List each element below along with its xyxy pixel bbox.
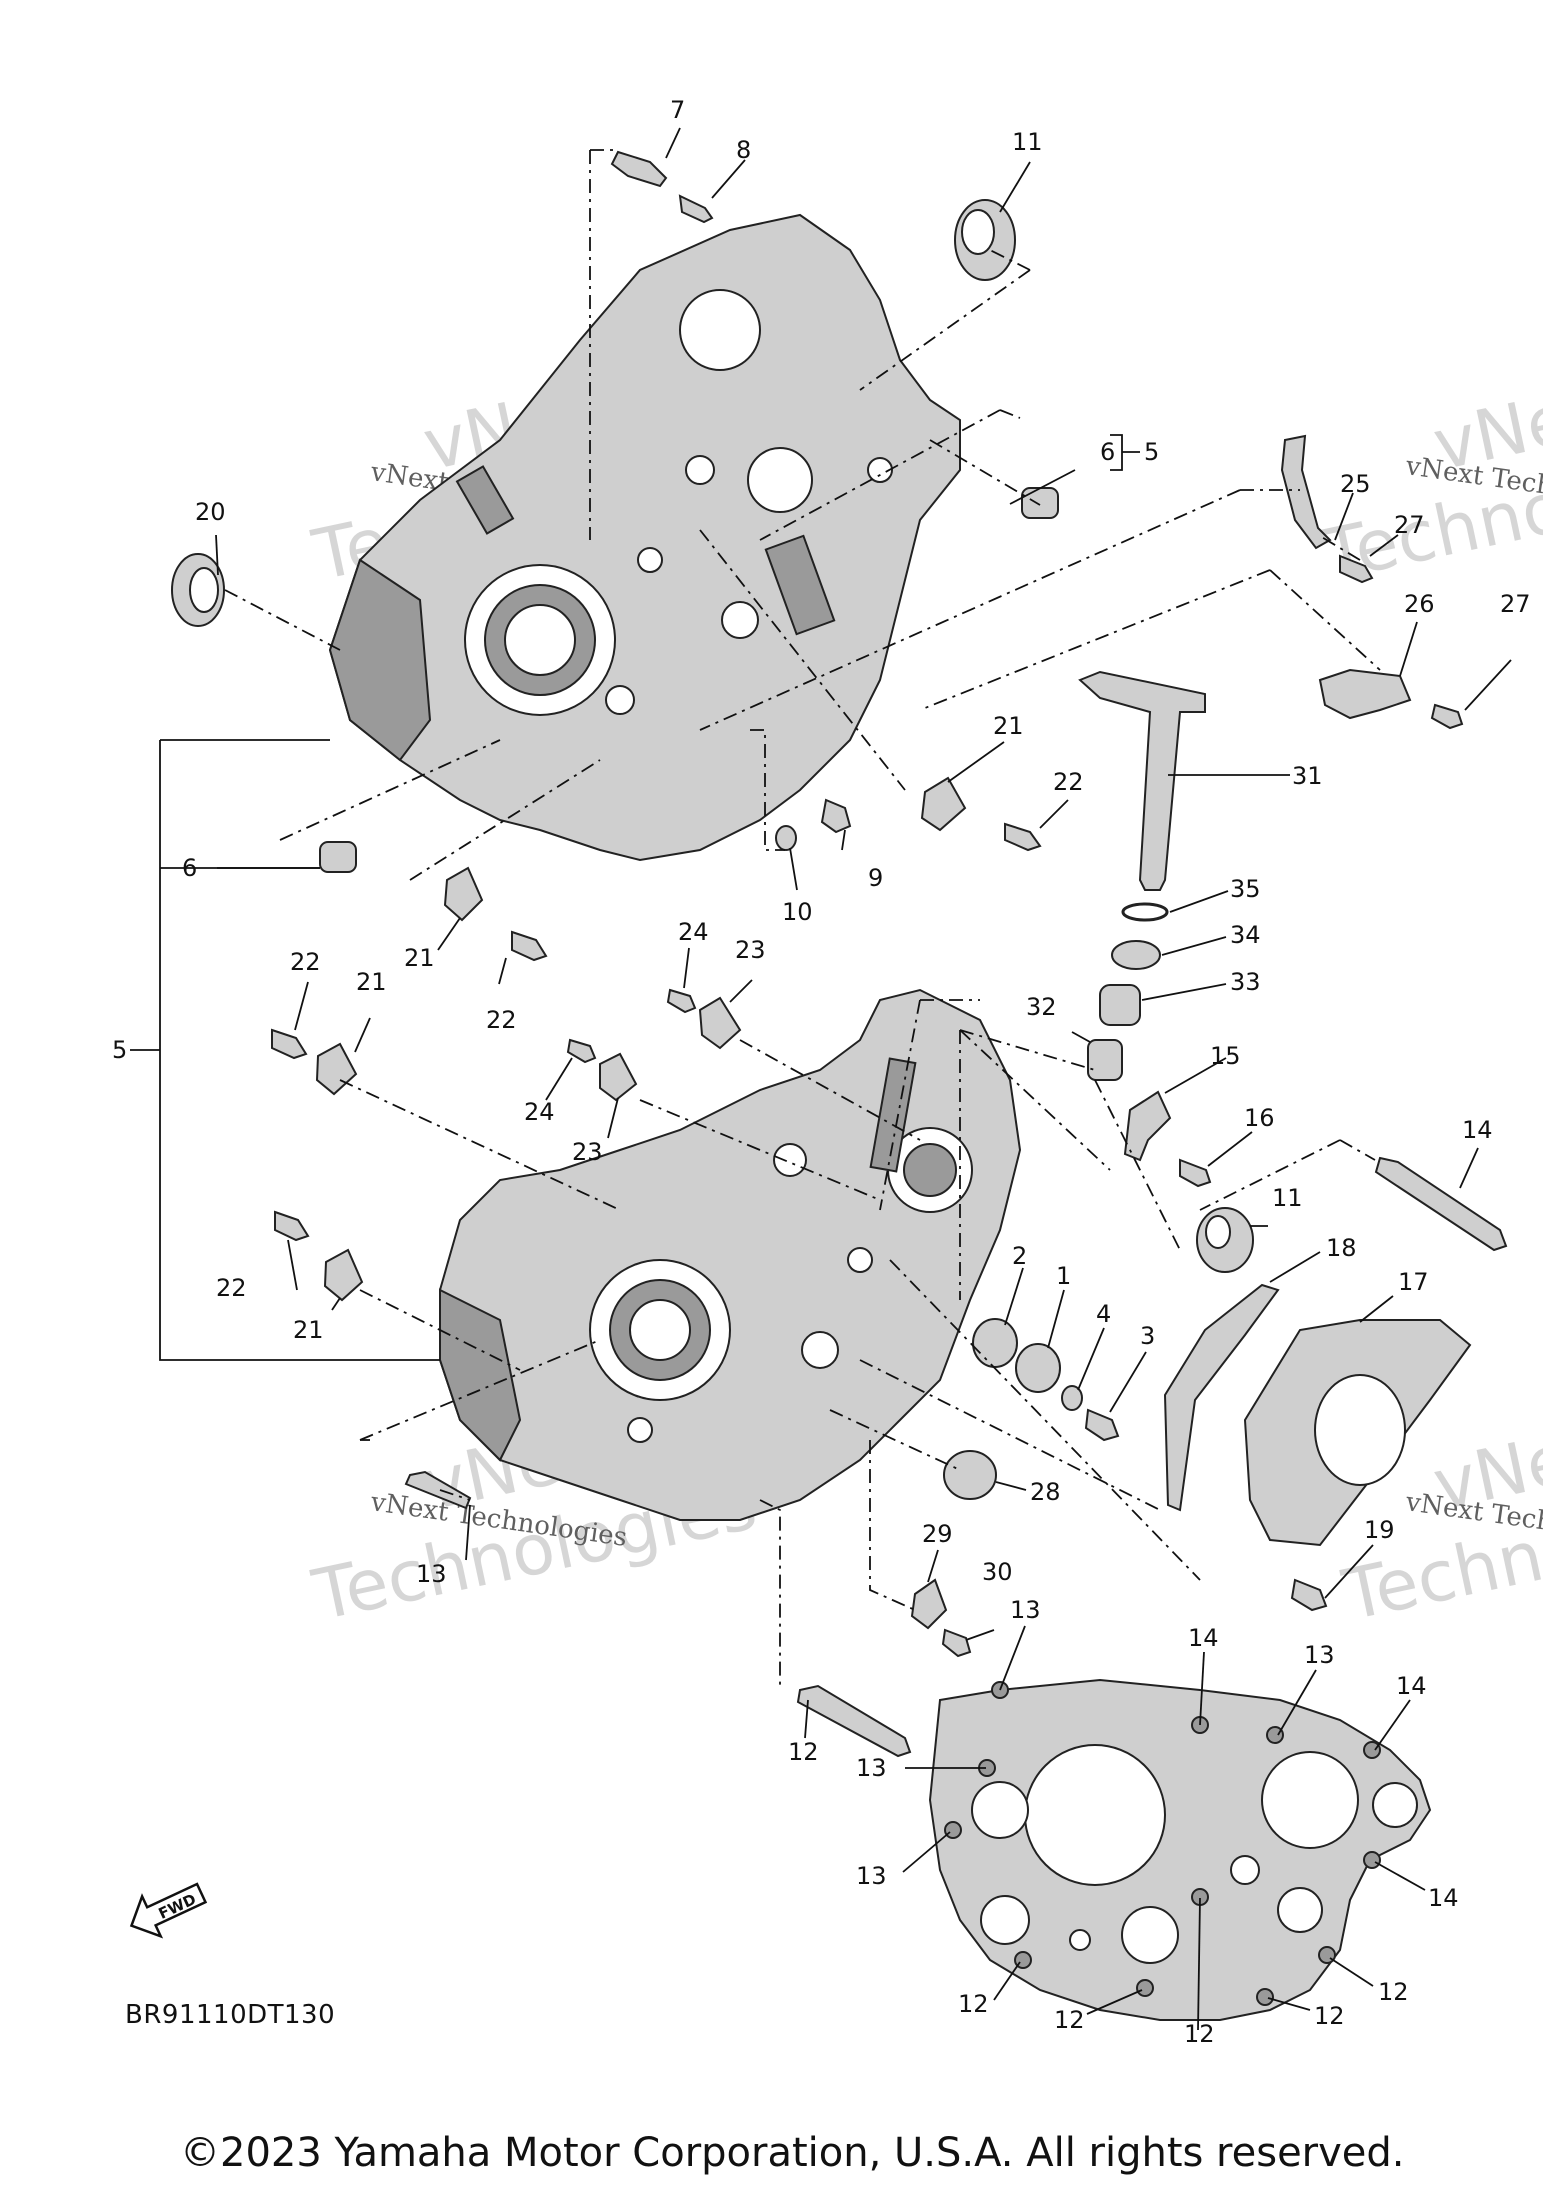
callout-23: 23 bbox=[735, 936, 766, 964]
callout-8: 8 bbox=[736, 136, 751, 164]
callout-5: 5 bbox=[1144, 438, 1159, 466]
callout-5: 5 bbox=[112, 1036, 127, 1064]
callout-15: 15 bbox=[1210, 1042, 1241, 1070]
callout-22: 22 bbox=[1053, 768, 1084, 796]
callout-14: 14 bbox=[1188, 1624, 1219, 1652]
callout-28: 28 bbox=[1030, 1478, 1061, 1506]
callout-14: 14 bbox=[1396, 1672, 1427, 1700]
callout-35: 35 bbox=[1230, 875, 1261, 903]
callout-3: 3 bbox=[1140, 1322, 1155, 1350]
callout-33: 33 bbox=[1230, 968, 1261, 996]
callout-1: 1 bbox=[1056, 1262, 1071, 1290]
callout-25: 25 bbox=[1340, 470, 1371, 498]
callout-23: 23 bbox=[572, 1138, 603, 1166]
callout-14: 14 bbox=[1462, 1116, 1493, 1144]
callout-29: 29 bbox=[922, 1520, 953, 1548]
callout-21: 21 bbox=[293, 1316, 324, 1344]
callout-19: 19 bbox=[1364, 1516, 1395, 1544]
callout-30: 30 bbox=[982, 1558, 1013, 1586]
callout-14: 14 bbox=[1428, 1884, 1459, 1912]
callout-21: 21 bbox=[356, 968, 387, 996]
callout-2: 2 bbox=[1012, 1242, 1027, 1270]
callout-22: 22 bbox=[486, 1006, 517, 1034]
callout-22: 22 bbox=[216, 1274, 247, 1302]
callout-24: 24 bbox=[678, 918, 709, 946]
callout-13: 13 bbox=[1010, 1596, 1041, 1624]
callout-13: 13 bbox=[1304, 1641, 1335, 1669]
callout-6: 6 bbox=[182, 854, 197, 882]
callout-32: 32 bbox=[1026, 993, 1057, 1021]
leader-lines bbox=[130, 127, 1512, 2031]
callout-7: 7 bbox=[670, 96, 685, 124]
callout-12: 12 bbox=[958, 1990, 989, 2018]
callout-13: 13 bbox=[856, 1754, 887, 1782]
callout-12: 12 bbox=[1378, 1978, 1409, 2006]
callout-11: 11 bbox=[1012, 128, 1043, 156]
callout-11: 11 bbox=[1272, 1184, 1303, 1212]
crankcase-left-half bbox=[439, 988, 1022, 1521]
callout-26: 26 bbox=[1404, 590, 1435, 618]
crankcase-right-half bbox=[328, 213, 961, 862]
callout-27: 27 bbox=[1500, 590, 1531, 618]
callout-6: 6 bbox=[1100, 438, 1115, 466]
copyright-notice: ©2023 Yamaha Motor Corporation, U.S.A. A… bbox=[180, 2130, 1405, 2176]
callout-4: 4 bbox=[1096, 1300, 1111, 1328]
callout-31: 31 bbox=[1292, 762, 1323, 790]
callout-16: 16 bbox=[1244, 1104, 1275, 1132]
crankcase-cover-view bbox=[928, 1678, 1432, 2021]
callout-20: 20 bbox=[195, 498, 226, 526]
drawing-code: BR91110DT130 bbox=[125, 2000, 336, 2030]
callout-10: 10 bbox=[782, 898, 813, 926]
fwd-arrow-icon: FWD bbox=[129, 1882, 208, 1939]
callout-18: 18 bbox=[1326, 1234, 1357, 1262]
callout-9: 9 bbox=[868, 864, 883, 892]
callout-22: 22 bbox=[290, 948, 321, 976]
callout-12: 12 bbox=[1314, 2002, 1345, 2030]
callout-13: 13 bbox=[856, 1862, 887, 1890]
callout-12: 12 bbox=[1184, 2020, 1215, 2048]
callout-12: 12 bbox=[788, 1738, 819, 1766]
callout-numbers: 7 8 11 6 5 25 27 20 26 27 31 21 22 6 9 1… bbox=[112, 96, 1531, 2048]
callout-27: 27 bbox=[1394, 511, 1425, 539]
callout-34: 34 bbox=[1230, 921, 1261, 949]
callout-24: 24 bbox=[524, 1098, 555, 1126]
callout-17: 17 bbox=[1398, 1268, 1429, 1296]
callout-12: 12 bbox=[1054, 2006, 1085, 2034]
callout-21: 21 bbox=[404, 944, 435, 972]
callout-21: 21 bbox=[993, 712, 1024, 740]
callout-13: 13 bbox=[416, 1560, 447, 1588]
small-parts bbox=[171, 150, 1508, 1758]
